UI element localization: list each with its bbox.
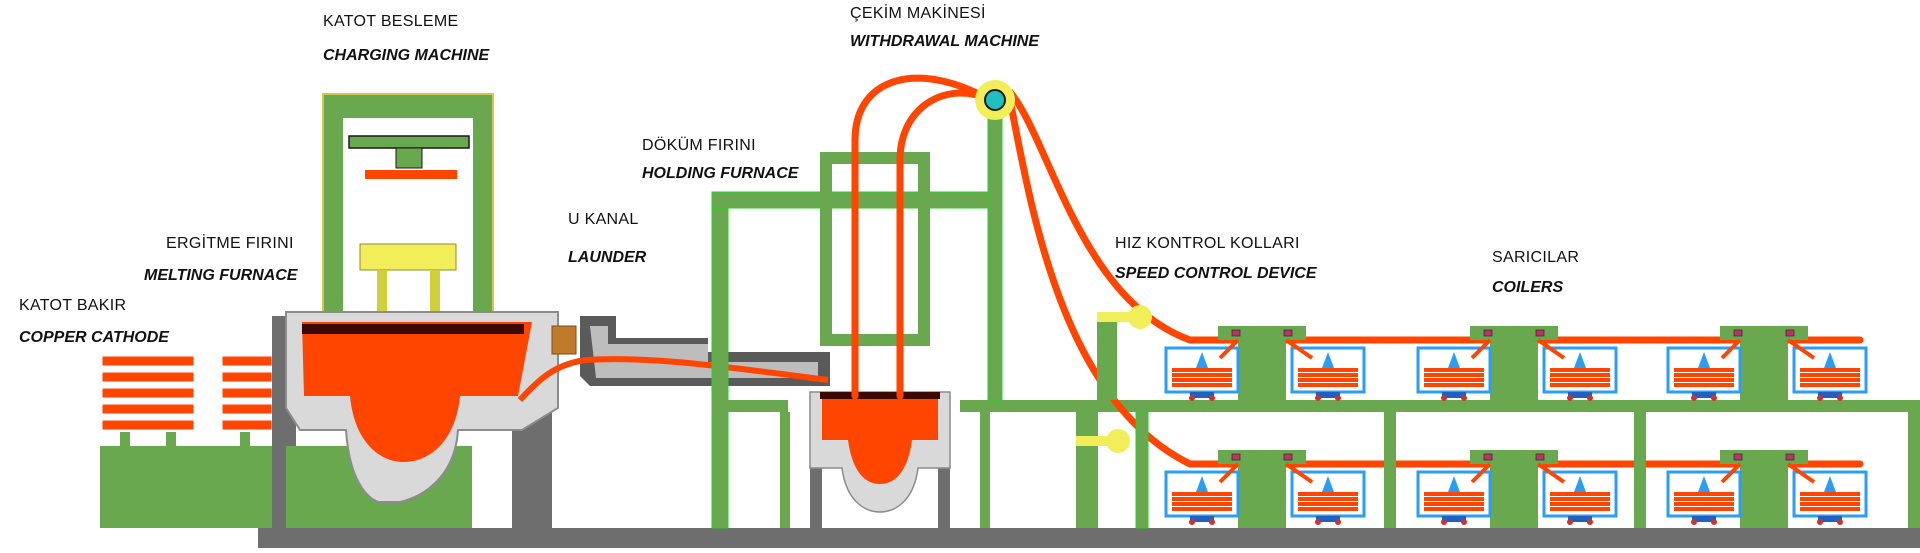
coilers-label-en: COILERS — [1492, 279, 1564, 296]
charging-machine-label-tr: KATOT BESLEME — [323, 13, 459, 30]
coilers-label-tr: SARICILAR — [1492, 249, 1580, 266]
speed-control-label-en: SPEED CONTROL DEVICE — [1115, 265, 1317, 282]
holding-furnace-label-tr: DÖKÜM FIRINI — [642, 137, 756, 154]
charging-machine — [322, 93, 494, 322]
coiler-station — [1416, 450, 1618, 528]
base-rail — [258, 528, 1920, 548]
coil-basket — [1284, 338, 1366, 401]
coiler-station — [1164, 326, 1366, 401]
withdrawal-wheel — [975, 80, 1015, 120]
holding-furnace-label-en: HOLDING FURNACE — [642, 165, 799, 182]
coil-basket — [1164, 338, 1240, 401]
cathode-plates-left — [101, 355, 195, 446]
melting-furnace-label-en: MELTING FURNACE — [144, 267, 298, 284]
coil-basket — [1786, 338, 1868, 401]
coil-basket — [1666, 338, 1742, 401]
speed-control-label-tr: HIZ KONTROL KOLLARI — [1115, 235, 1300, 252]
copper-cathode-stack — [100, 355, 290, 528]
copper-cathode-label-tr: KATOT BAKIR — [19, 297, 127, 314]
coil-basket — [1416, 462, 1492, 525]
melting-furnace — [272, 311, 559, 528]
launder — [517, 316, 830, 403]
holding-furnace-frame — [711, 95, 1920, 529]
copper-cathode-label-en: COPPER CATHODE — [19, 329, 169, 346]
coil-basket — [1164, 462, 1240, 525]
coiler-station — [1666, 450, 1868, 528]
speed-control-lower — [1076, 411, 1149, 529]
coil-basket — [1536, 462, 1618, 525]
coiler-station — [1416, 326, 1618, 401]
coilers — [1164, 326, 1868, 528]
cathode-plates-right — [221, 355, 273, 446]
coil-basket — [1666, 462, 1742, 525]
coiler-station — [1666, 326, 1868, 401]
coiler-frames — [1384, 400, 1920, 528]
withdrawal-machine-label-tr: ÇEKİM MAKİNESİ — [850, 5, 986, 22]
coil-basket — [1786, 462, 1868, 525]
withdrawal-machine-label-en: WITHDRAWAL MACHINE — [850, 33, 1040, 50]
coil-basket — [1416, 338, 1492, 401]
coiler-station — [1164, 450, 1366, 528]
holding-furnace — [809, 391, 951, 528]
launder-label-en: LAUNDER — [568, 249, 647, 266]
withdrawal-rods — [851, 74, 1864, 468]
charging-machine-label-en: CHARGING MACHINE — [323, 47, 490, 64]
coil-basket — [1284, 462, 1366, 525]
coil-basket — [1536, 338, 1618, 401]
melting-furnace-label-tr: ERGİTME FIRINI — [166, 235, 294, 252]
speed-control-upper — [1097, 305, 1152, 400]
launder-label-tr: U KANAL — [568, 211, 639, 228]
